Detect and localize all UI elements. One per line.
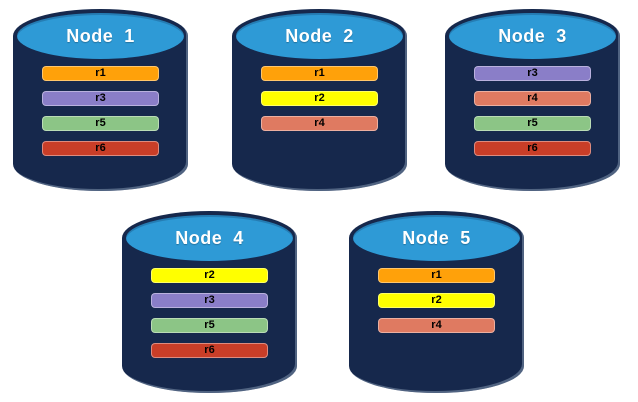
replica-label: r6: [95, 142, 106, 154]
replica-label: r6: [204, 344, 215, 356]
replica-list: r1 r2 r4: [349, 268, 524, 333]
cylinder-top-cap: Node 1: [17, 13, 184, 59]
replica-bar-r5: r5: [151, 318, 268, 333]
replica-bar-r3: r3: [474, 66, 591, 81]
replica-bar-r5: r5: [42, 116, 159, 131]
replica-label: r2: [314, 92, 325, 104]
replica-bar-r5: r5: [474, 116, 591, 131]
replica-label: r5: [95, 117, 106, 129]
replica-label: r6: [527, 142, 538, 154]
replica-bar-r3: r3: [42, 91, 159, 106]
replica-bar-r1: r1: [42, 66, 159, 81]
replica-label: r1: [95, 67, 106, 79]
replica-bar-r4: r4: [474, 91, 591, 106]
cylinder-top-cap: Node 4: [126, 215, 293, 261]
replica-label: r4: [527, 92, 538, 104]
node-2-cylinder: Node 2 r1 r2 r4: [232, 9, 407, 191]
node-title: Node 3: [498, 25, 567, 46]
cylinder-top-cap: Node 2: [236, 13, 403, 59]
node-title: Node 2: [285, 25, 354, 46]
replica-bar-r1: r1: [378, 268, 495, 283]
replica-label: r2: [204, 269, 215, 281]
replica-bar-r1: r1: [261, 66, 378, 81]
replica-list: r3 r4 r5 r6: [445, 66, 620, 156]
replica-label: r5: [204, 319, 215, 331]
replica-bar-r4: r4: [378, 318, 495, 333]
replica-bar-r2: r2: [261, 91, 378, 106]
node-title: Node 5: [402, 227, 471, 248]
replica-label: r1: [314, 67, 325, 79]
replica-bar-r6: r6: [151, 343, 268, 358]
replica-label: r3: [95, 92, 106, 104]
replica-label: r5: [527, 117, 538, 129]
node-title: Node 4: [175, 227, 244, 248]
replica-list: r2 r3 r5 r6: [122, 268, 297, 358]
replica-label: r4: [431, 319, 442, 331]
node-3-cylinder: Node 3 r3 r4 r5 r6: [445, 9, 620, 191]
replica-bar-r4: r4: [261, 116, 378, 131]
replica-bar-r2: r2: [151, 268, 268, 283]
replica-label: r1: [431, 269, 442, 281]
replica-list: r1 r3 r5 r6: [13, 66, 188, 156]
cylinder-top-cap: Node 3: [449, 13, 616, 59]
node-4-cylinder: Node 4 r2 r3 r5 r6: [122, 211, 297, 393]
node-5-cylinder: Node 5 r1 r2 r4: [349, 211, 524, 393]
replica-label: r3: [204, 294, 215, 306]
replica-label: r4: [314, 117, 325, 129]
node-title: Node 1: [66, 25, 135, 46]
node-1-cylinder: Node 1 r1 r3 r5 r6: [13, 9, 188, 191]
replica-bar-r6: r6: [474, 141, 591, 156]
replica-label: r2: [431, 294, 442, 306]
replica-bar-r2: r2: [378, 293, 495, 308]
cylinder-top-cap: Node 5: [353, 215, 520, 261]
replica-bar-r3: r3: [151, 293, 268, 308]
replica-bar-r6: r6: [42, 141, 159, 156]
replica-list: r1 r2 r4: [232, 66, 407, 131]
replica-label: r3: [527, 67, 538, 79]
